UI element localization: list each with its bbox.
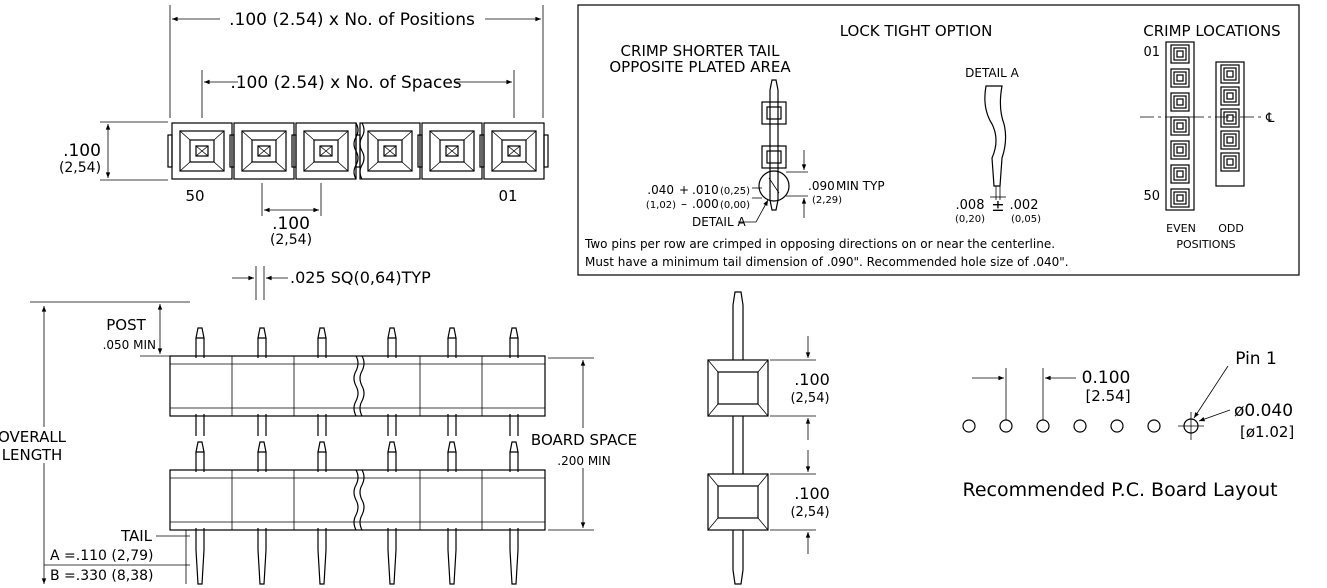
positions-dim-label: .100 (2.54) x No. of Positions	[229, 10, 475, 30]
crimp-locations-title: CRIMP LOCATIONS	[1143, 22, 1280, 40]
crimped-pin-illustration	[758, 79, 790, 211]
crimp-odd-label: ODD	[1218, 222, 1244, 235]
pin1-label: Pin 1	[1235, 349, 1277, 369]
pcb-layout: 0.100 [2.54] Pin 1 ø0.040 [ø1.02] Recomm…	[962, 349, 1294, 501]
dim-000: .000	[692, 197, 719, 211]
side-view: .025 SQ(0,64)TYP POST .050 MIN OVERALL L…	[0, 266, 637, 585]
spaces-dim-label: .100 (2.54) x No. of Spaces	[230, 73, 461, 93]
hole-diameter-metric: [ø1.02]	[1240, 423, 1294, 441]
dim-090-metric: (2,29)	[812, 195, 842, 206]
position-50-label: 50	[185, 187, 204, 205]
pcb-hole	[1073, 419, 1087, 433]
lock-tight-panel: LOCK TIGHT OPTION CRIMP SHORTER TAIL OPP…	[577, 4, 1300, 276]
dim-000-metric: (0,00)	[720, 200, 750, 211]
dim-090-note: MIN TYP	[836, 179, 885, 193]
header-top-body	[167, 122, 549, 180]
pcb-pitch: 0.100	[1082, 368, 1131, 388]
crimp-pos-50: 50	[1143, 189, 1160, 204]
crimp-note-line2: OPPOSITE PLATED AREA	[609, 58, 791, 76]
crimp-note-line1: CRIMP SHORTER TAIL	[621, 42, 781, 60]
dim-102-minus: –	[681, 197, 687, 211]
pitch-width-value: .100	[272, 214, 310, 234]
post-label: POST	[106, 316, 146, 334]
dim-090: .090	[808, 179, 835, 193]
detail-a-label: DETAIL A	[965, 66, 1019, 80]
pcb-hole	[999, 419, 1013, 433]
end-view: .100 (2,54) .100 (2,54)	[707, 291, 830, 585]
crimp-even-label: EVEN	[1166, 222, 1196, 235]
dim-010-metric: (0,25)	[720, 186, 750, 197]
dim-010: .010	[692, 183, 719, 197]
lock-tight-title: LOCK TIGHT OPTION	[840, 22, 993, 40]
dim-040: .040	[647, 183, 674, 197]
end-pitch-top: .100	[794, 370, 830, 389]
dim-040-plus: +	[679, 183, 689, 197]
board-space-min: .200 MIN	[557, 454, 610, 468]
crimp-odd-column	[1215, 61, 1245, 187]
tail-b: B =.330 (8,38)	[50, 568, 154, 584]
pitch-height-value: .100	[63, 141, 101, 161]
pcb-hole	[1110, 419, 1124, 433]
end-pitch-bottom: .100	[794, 484, 830, 503]
pitch-width-metric: (2,54)	[270, 232, 312, 248]
board-space-label: BOARD SPACE	[531, 431, 637, 449]
pcb-hole	[962, 419, 976, 433]
dim-plusminus: ±	[991, 196, 1004, 215]
crimp-pos-01: 01	[1143, 45, 1160, 60]
dim-102: (1,02)	[646, 200, 676, 211]
header-side-lower	[169, 469, 546, 531]
detail-a-callout: DETAIL A	[692, 215, 746, 229]
note-line-2: Must have a minimum tail dimension of .0…	[585, 255, 1069, 269]
dim-002-metric: (0,05)	[1011, 214, 1041, 225]
crimp-positions-label: POSITIONS	[1176, 238, 1235, 251]
end-pitch-top-metric: (2,54)	[790, 391, 829, 406]
crimp-even-column	[1165, 41, 1195, 211]
position-01-label: 01	[498, 187, 517, 205]
hole-diameter: ø0.040	[1234, 401, 1293, 421]
pcb-hole	[1147, 419, 1161, 433]
dim-002: .002	[1010, 198, 1039, 213]
pitch-height-metric: (2,54)	[59, 160, 101, 176]
post-min-label: .050 MIN	[103, 338, 156, 352]
pin-square-dim: .025 SQ(0,64)TYP	[290, 268, 431, 287]
pcb-layout-caption: Recommended P.C. Board Layout	[962, 479, 1277, 501]
header-side-upper	[169, 355, 546, 417]
top-view: .100 (2.54) x No. of Positions .100 (2.5…	[59, 5, 549, 248]
dim-008-metric: (0,20)	[955, 214, 985, 225]
end-pitch-bottom-metric: (2,54)	[790, 505, 829, 520]
overall-label-1: OVERALL	[0, 428, 67, 446]
dim-008: .008	[956, 198, 985, 213]
centerline-symbol: ℄	[1265, 111, 1275, 126]
overall-label-2: LENGTH	[2, 446, 63, 464]
header-pins	[195, 327, 519, 585]
tail-a: A =.110 (2,79)	[50, 548, 153, 564]
pcb-pitch-metric: [2.54]	[1085, 387, 1130, 405]
detail-a-view	[984, 85, 1007, 200]
pcb-hole	[1036, 419, 1050, 433]
tail-label: TAIL	[120, 527, 153, 545]
note-line-1: Two pins per row are crimped in opposing…	[584, 237, 1055, 251]
